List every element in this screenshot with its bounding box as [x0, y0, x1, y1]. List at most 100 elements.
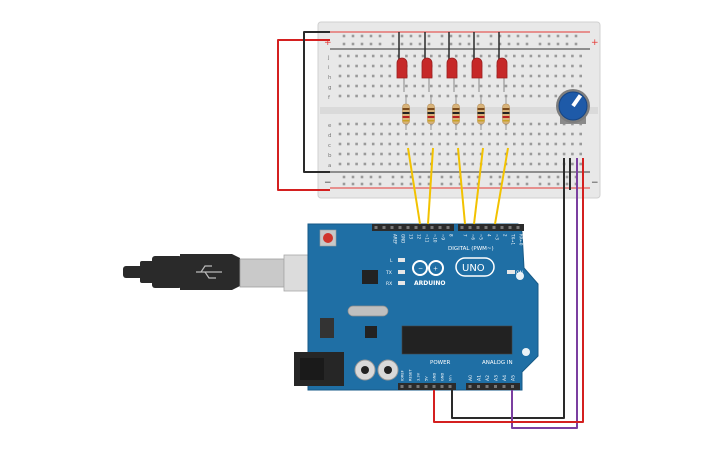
breadboard-hole[interactable]: [363, 162, 367, 166]
rail-hole[interactable]: [351, 34, 355, 38]
breadboard-hole[interactable]: [413, 64, 416, 68]
rail-hole[interactable]: [476, 42, 480, 46]
resistor-5[interactable]: [502, 97, 510, 130]
breadboard-hole[interactable]: [479, 94, 483, 98]
rail-hole[interactable]: [400, 175, 404, 179]
wire-purple-pot-a4[interactable]: [511, 158, 578, 429]
rail-hole[interactable]: [440, 182, 444, 186]
breadboard-hole[interactable]: [371, 122, 375, 126]
breadboard-hole[interactable]: [396, 94, 400, 98]
breadboard-hole[interactable]: [513, 64, 516, 68]
breadboard-hole[interactable]: [513, 152, 516, 156]
breadboard-hole[interactable]: [338, 74, 342, 78]
breadboard-hole[interactable]: [562, 54, 566, 58]
rail-hole[interactable]: [574, 42, 578, 46]
breadboard-hole[interactable]: [579, 142, 582, 146]
breadboard-hole[interactable]: [438, 84, 441, 88]
breadboard-hole[interactable]: [504, 54, 508, 58]
breadboard-hole[interactable]: [571, 152, 574, 156]
breadboard-hole[interactable]: [338, 132, 342, 136]
resistor-3[interactable]: [452, 97, 460, 130]
breadboard-hole[interactable]: [571, 162, 574, 166]
breadboard-hole[interactable]: [537, 74, 541, 78]
rail-hole[interactable]: [476, 34, 480, 38]
breadboard-hole[interactable]: [413, 132, 416, 136]
breadboard-hole[interactable]: [405, 54, 408, 58]
breadboard-hole[interactable]: [471, 84, 475, 88]
rail-hole[interactable]: [427, 42, 431, 46]
breadboard-hole[interactable]: [380, 94, 383, 98]
breadboard-hole[interactable]: [413, 54, 416, 58]
header-socket[interactable]: [398, 226, 402, 229]
breadboard-hole[interactable]: [454, 142, 458, 146]
breadboard-hole[interactable]: [521, 152, 524, 156]
breadboard-hole[interactable]: [405, 132, 408, 136]
breadboard-hole[interactable]: [371, 162, 375, 166]
header-socket[interactable]: [406, 226, 410, 229]
breadboard-hole[interactable]: [413, 122, 416, 126]
breadboard-hole[interactable]: [554, 94, 558, 98]
rail-hole[interactable]: [547, 34, 551, 38]
breadboard-hole[interactable]: [479, 84, 483, 88]
breadboard-hole[interactable]: [488, 84, 491, 88]
breadboard-hole[interactable]: [446, 54, 450, 58]
breadboard-hole[interactable]: [388, 84, 392, 88]
rail-hole[interactable]: [476, 175, 480, 179]
breadboard-hole[interactable]: [513, 74, 516, 78]
breadboard-hole[interactable]: [496, 84, 499, 88]
rail-hole[interactable]: [467, 42, 471, 46]
breadboard-hole[interactable]: [496, 162, 499, 166]
breadboard-hole[interactable]: [430, 132, 433, 136]
breadboard-hole[interactable]: [562, 84, 566, 88]
breadboard-hole[interactable]: [463, 94, 466, 98]
breadboard-hole[interactable]: [537, 64, 541, 68]
rail-hole[interactable]: [556, 175, 560, 179]
breadboard-hole[interactable]: [355, 84, 358, 88]
rail-hole[interactable]: [467, 34, 471, 38]
breadboard-hole[interactable]: [413, 162, 416, 166]
breadboard-hole[interactable]: [521, 54, 524, 58]
breadboard-hole[interactable]: [363, 152, 367, 156]
breadboard-hole[interactable]: [338, 122, 342, 126]
rail-hole[interactable]: [498, 175, 502, 179]
breadboard-hole[interactable]: [388, 132, 392, 136]
breadboard-hole[interactable]: [355, 122, 358, 126]
rail-hole[interactable]: [409, 34, 413, 38]
breadboard-hole[interactable]: [471, 162, 475, 166]
rail-hole[interactable]: [547, 182, 551, 186]
rail-hole[interactable]: [498, 182, 502, 186]
breadboard-hole[interactable]: [513, 84, 516, 88]
breadboard-hole[interactable]: [430, 54, 433, 58]
header-socket[interactable]: [511, 385, 514, 388]
led-4[interactable]: [471, 32, 483, 92]
header-socket[interactable]: [408, 385, 412, 388]
header-socket[interactable]: [424, 385, 428, 388]
breadboard-hole[interactable]: [347, 74, 350, 78]
breadboard-hole[interactable]: [347, 84, 350, 88]
breadboard-hole[interactable]: [488, 132, 491, 136]
header-socket[interactable]: [484, 226, 488, 229]
header-socket[interactable]: [494, 385, 497, 388]
rail-hole[interactable]: [467, 175, 471, 179]
rail-hole[interactable]: [574, 34, 578, 38]
breadboard-hole[interactable]: [571, 74, 574, 78]
breadboard-hole[interactable]: [438, 132, 441, 136]
breadboard-hole[interactable]: [421, 162, 425, 166]
breadboard-hole[interactable]: [371, 64, 375, 68]
breadboard-hole[interactable]: [554, 162, 558, 166]
breadboard-hole[interactable]: [546, 74, 549, 78]
breadboard-hole[interactable]: [529, 152, 533, 156]
breadboard-hole[interactable]: [347, 122, 350, 126]
breadboard-hole[interactable]: [405, 94, 408, 98]
breadboard-hole[interactable]: [488, 162, 491, 166]
breadboard-hole[interactable]: [554, 64, 558, 68]
breadboard-hole[interactable]: [463, 84, 466, 88]
breadboard-hole[interactable]: [421, 152, 425, 156]
breadboard-hole[interactable]: [521, 132, 524, 136]
rail-hole[interactable]: [409, 182, 413, 186]
rail-hole[interactable]: [378, 42, 382, 46]
breadboard-hole[interactable]: [338, 64, 342, 68]
breadboard-hole[interactable]: [463, 64, 466, 68]
rail-hole[interactable]: [400, 34, 404, 38]
breadboard-hole[interactable]: [513, 132, 516, 136]
